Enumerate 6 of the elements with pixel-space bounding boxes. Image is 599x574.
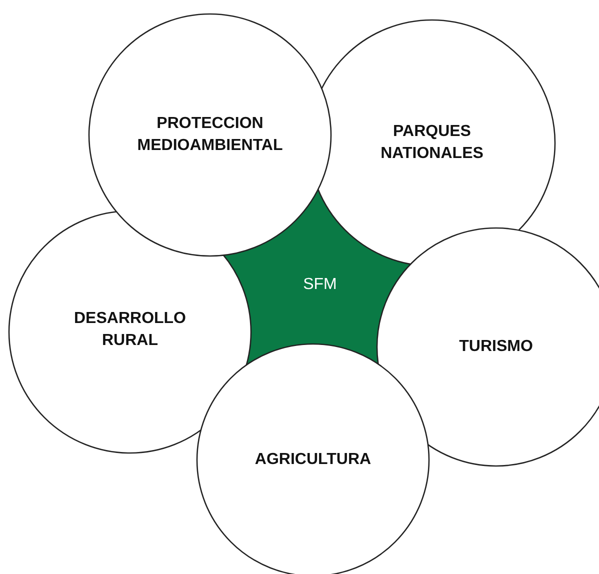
center-label: SFM <box>303 276 337 294</box>
circle-label: PARQUES NATIONALES <box>380 122 484 164</box>
circle-label: TURISMO <box>459 337 533 358</box>
circle-label: AGRICULTURA <box>254 450 372 470</box>
circle-label: DESARROLLO RURAL <box>73 308 187 350</box>
circle-label: PROTECCION MEDIOAMBIENTAL <box>136 114 284 156</box>
